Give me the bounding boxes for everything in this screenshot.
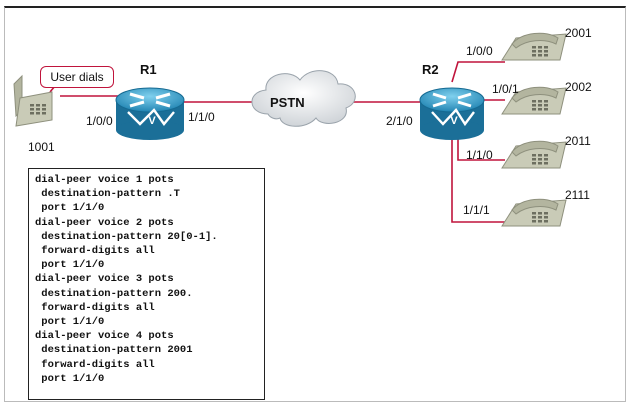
svg-text:V: V — [148, 115, 156, 127]
config-line: dial-peer voice 4 pots — [35, 330, 174, 343]
phone-1001-label: 1001 — [28, 140, 55, 154]
phone-2111-label: 2111 — [565, 188, 590, 202]
phone-2111-icon — [501, 198, 567, 227]
phone-2002-label: 2002 — [565, 80, 592, 94]
dial-peer-config-box: dial-peer voice 1 pots destination-patte… — [28, 168, 265, 400]
port-r2-2011: 1/1/0 — [466, 148, 493, 162]
router-r1: V — [115, 87, 185, 140]
frame-border — [4, 6, 626, 402]
phones — [13, 32, 567, 227]
pstn-cloud — [251, 70, 356, 127]
config-line: destination-pattern 200. — [35, 287, 193, 300]
port-r2-2111: 1/1/1 — [463, 203, 490, 217]
pstn-label: PSTN — [270, 95, 305, 110]
port-r1-phone: 1/0/0 — [86, 114, 113, 128]
port-r2-2001: 1/0/0 — [466, 44, 493, 58]
config-line: forward-digits all — [35, 245, 155, 258]
config-line: dial-peer voice 3 pots — [35, 273, 174, 286]
phone-2001-icon — [501, 32, 567, 61]
config-line: port 1/1/0 — [35, 316, 105, 329]
port-r1-pstn: 1/1/0 — [188, 110, 215, 124]
config-line: forward-digits all — [35, 358, 155, 371]
config-line: forward-digits all — [35, 301, 155, 314]
phone-2011-icon — [501, 140, 567, 169]
router-r2-label: R2 — [422, 62, 439, 77]
config-line: destination-pattern 2001 — [35, 344, 193, 357]
links — [49, 61, 505, 223]
config-line: destination-pattern .T — [35, 188, 180, 201]
config-line: dial-peer voice 1 pots — [35, 174, 174, 186]
router-r2: V — [419, 87, 485, 140]
phone-2002-icon — [501, 86, 567, 115]
phone-2001-label: 2001 — [565, 26, 592, 40]
port-r2-2002: 1/0/1 — [492, 82, 519, 96]
user-dials-callout: User dials — [40, 66, 114, 88]
router-r1-label: R1 — [140, 62, 157, 77]
link-r2-2111 — [451, 136, 505, 223]
port-r2-pstn: 2/1/0 — [386, 114, 413, 128]
config-line: port 1/1/0 — [35, 372, 105, 385]
config-line: destination-pattern 20[0-1]. — [35, 230, 218, 243]
config-line: port 1/1/0 — [35, 259, 105, 272]
phone-1001-icon — [13, 74, 53, 127]
link-r2-2001 — [451, 61, 505, 83]
config-line: dial-peer voice 2 pots — [35, 216, 174, 229]
svg-text:V: V — [450, 115, 458, 127]
phone-2011-label: 2011 — [565, 134, 591, 148]
link-r2-2011 — [457, 136, 505, 161]
config-line: port 1/1/0 — [35, 202, 105, 215]
